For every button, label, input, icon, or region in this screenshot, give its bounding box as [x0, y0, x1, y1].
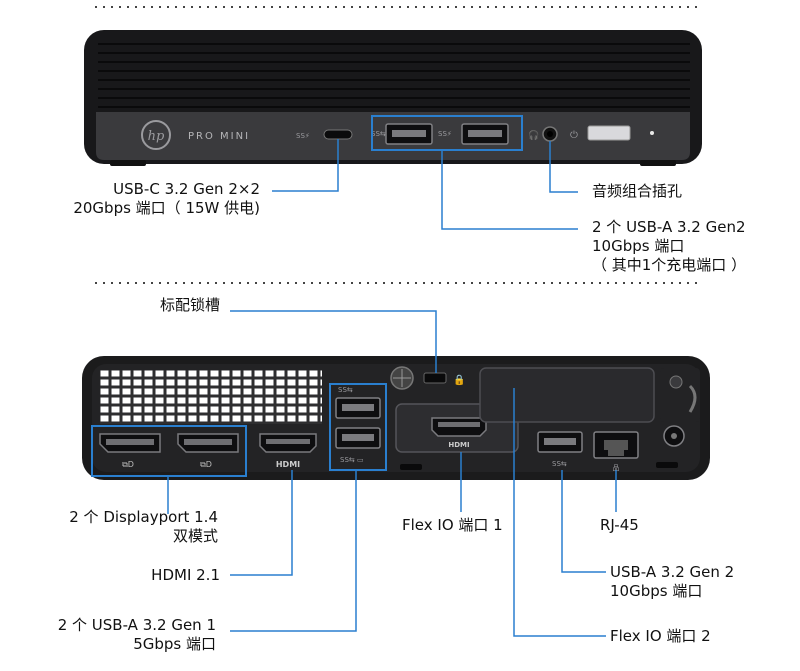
usb-a-gen1-label: 2 个 USB-A 3.2 Gen 1 5Gbps 端口: [58, 616, 216, 654]
front-vent-grooves: [98, 43, 690, 108]
rj45-label-line-1: RJ-45: [600, 516, 639, 534]
power-icon: ⏻: [570, 130, 578, 141]
hp-logo: [141, 120, 171, 150]
audio-jack-label-line-1: 音频组合插孔: [592, 182, 683, 200]
power-led: [650, 131, 654, 135]
rear-view: ⧉D ⧉D HDMI SS⇆ SS⇆ ▭ 🔒 HDMI: [82, 310, 710, 637]
headset-icon: 🎧: [528, 129, 539, 141]
pro-mini-brand-text: PRO MINI: [188, 131, 250, 142]
front-usb-a-label-line-2: 10Gbps 端口: [592, 237, 685, 255]
rear-usb-gen1-highlight: [329, 383, 387, 471]
front-usb-a-label: 2 个 USB-A 3.2 Gen2 10Gbps 端口 （ 其中1个充电端口 …: [592, 218, 746, 275]
usb-ss-icon: SS⇆: [338, 386, 353, 394]
rear-callout-lines: [167, 310, 617, 637]
usb-a-gen1-label-line-1: 2 个 USB-A 3.2 Gen 1: [57, 616, 216, 634]
displayport-highlight: [91, 425, 247, 477]
rj45-label: RJ-45: [600, 516, 639, 535]
flex-io-2-label-line-1: Flex IO 端口 2: [610, 627, 711, 645]
usb-a-gen2-label: USB-A 3.2 Gen 2 10Gbps 端口: [610, 563, 734, 601]
flex-io-2-label: Flex IO 端口 2: [610, 627, 711, 646]
displayport-icon: ⧉D: [200, 460, 212, 469]
usb-a-gen1-label-line-2: 5Gbps 端口: [133, 635, 216, 653]
svg-text:hp: hp: [148, 129, 165, 144]
power-button: [587, 125, 631, 141]
usb-c-label: USB-C 3.2 Gen 2×2 20Gbps 端口（ 15W 供电): [73, 180, 260, 218]
usb-a-gen2-label-line-2: 10Gbps 端口: [610, 582, 703, 600]
usb-ss-icon: SS⚡: [296, 132, 310, 140]
front-usb-a-highlight: [371, 115, 523, 151]
front-usb-a-label-line-1: 2 个 USB-A 3.2 Gen2: [592, 218, 746, 236]
lock-icon: 🔒: [453, 374, 465, 386]
usb-ss-wake-icon: SS⇆ ▭: [340, 456, 364, 464]
usb-a-gen2-label-line-1: USB-A 3.2 Gen 2: [610, 563, 735, 581]
usb-ss-charge-icon: SS⚡: [438, 130, 452, 138]
usb-ss-icon: SS⇆: [552, 460, 567, 468]
displayport-label-line-2: 双模式: [172, 527, 218, 545]
rear-hdmi-logo-text: HDMI: [276, 460, 300, 469]
hdmi-label: HDMI 2.1: [151, 566, 220, 585]
displayport-label: 2 个 Displayport 1.4 双模式: [69, 508, 218, 546]
displayport-ports: ⧉D ⧉D: [99, 433, 239, 469]
front-view: hp PRO MINI SS⚡ SS⇆ SS⚡ 🎧 ⏻: [84, 30, 702, 230]
displayport-label-line-1: 2 个 Displayport 1.4: [69, 508, 218, 526]
network-icon: 品: [613, 464, 620, 472]
usb-c-port: [323, 129, 353, 140]
flex-io-hdmi-logo-text: HDMI: [448, 441, 469, 449]
usb-ss-icon: SS⇆: [371, 130, 386, 138]
usb-c-label-line-1: USB-C 3.2 Gen 2×2: [113, 180, 260, 198]
lock-slot-label: 标配锁槽: [160, 296, 220, 315]
rear-vent-grid: [100, 370, 322, 424]
lock-slot-label-line-1: 标配锁槽: [159, 296, 220, 314]
usb-c-label-line-2: 20Gbps 端口（ 15W 供电): [73, 199, 260, 217]
flex-io-1-label-line-1: Flex IO 端口 1: [402, 516, 503, 534]
hdmi-label-line-1: HDMI 2.1: [151, 566, 220, 584]
front-usb-a-label-line-3: （ 其中1个充电端口 ）: [592, 256, 747, 274]
displayport-icon: ⧉D: [122, 460, 134, 469]
flex-io-1-label: Flex IO 端口 1: [402, 516, 503, 535]
lock-slot: [423, 372, 447, 384]
audio-jack-label: 音频组合插孔: [592, 182, 682, 201]
flex-io-2-module: [479, 367, 655, 423]
front-callout-lines: [272, 139, 578, 230]
